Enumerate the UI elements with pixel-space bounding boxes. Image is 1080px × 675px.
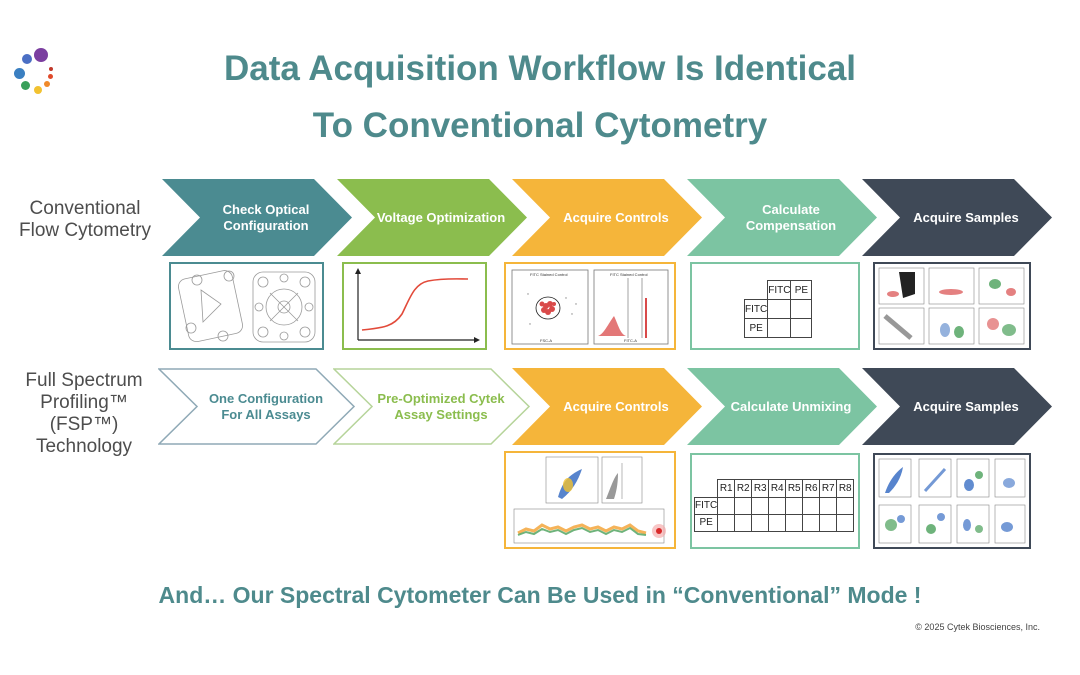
sample-plots-grid <box>878 267 1025 345</box>
unmixing-matrix: R1 R2 R3 R4 R5 R6 R7 R8 FITC PE <box>693 479 855 532</box>
cytek-logo <box>12 48 58 96</box>
step-one-configuration: One Configuration For All Assays <box>158 368 356 445</box>
acquire-controls-fsp-panel <box>504 451 676 549</box>
acquire-controls-panel: FITC Stained Control FSC-A FITC Stained … <box>504 262 676 350</box>
comp-row-header: PE <box>743 318 769 338</box>
voltage-curve-plot <box>355 268 480 343</box>
unmix-col-header: R3 <box>751 479 770 498</box>
footer-statement: And… Our Spectral Cytometer Can Be Used … <box>158 582 922 608</box>
voltage-optimization-panel <box>342 262 487 350</box>
compensation-matrix-panel: FITC PE FITC PE <box>690 262 860 350</box>
step-pre-optimized-settings: Pre-Optimized Cytek Assay Settings <box>333 368 531 445</box>
unmix-row-header: FITC <box>693 496 719 515</box>
acquire-samples-panel <box>873 262 1031 350</box>
slide-title-line2: To Conventional Cytometry <box>312 106 768 145</box>
copyright-notice: © 2025 Cytek Biosciences, Inc. <box>915 622 1040 632</box>
plot-xlabel-left: FSC-A <box>540 338 552 343</box>
unmix-col-header: R5 <box>785 479 804 498</box>
row-label-conventional: Conventional Flow Cytometry <box>19 198 151 241</box>
step-calculate-unmixing: Calculate Unmixing <box>687 368 877 445</box>
step-voltage-optimization: Voltage Optimization <box>337 179 527 256</box>
unmix-col-header: R7 <box>819 479 838 498</box>
unmix-col-header: R1 <box>717 479 736 498</box>
step-acquire-samples: Acquire Samples <box>862 179 1052 256</box>
unmix-col-header: R6 <box>802 479 821 498</box>
compensation-matrix: FITC PE FITC PE <box>743 280 813 338</box>
controls-dot-plots: FITC Stained Control FSC-A FITC Stained … <box>511 269 669 345</box>
optical-bench-diagram <box>178 270 316 343</box>
spectral-sample-plots <box>878 458 1026 544</box>
chevron-outline-icon <box>158 368 356 445</box>
unmix-col-header: R8 <box>836 479 855 498</box>
step-acquire-controls-fsp: Acquire Controls <box>512 368 702 445</box>
unmix-col-header: R4 <box>768 479 787 498</box>
step-calculate-compensation: Calculate Compensation <box>687 179 877 256</box>
spectral-controls-plots <box>513 456 666 544</box>
step-acquire-controls: Acquire Controls <box>512 179 702 256</box>
unmix-col-header: R2 <box>734 479 753 498</box>
step-check-optical-configuration: Check Optical Configuration <box>162 179 352 256</box>
acquire-samples-fsp-panel <box>873 453 1031 549</box>
row-label-fsp: Full Spectrum Profiling™ (FSP™) Technolo… <box>25 370 143 457</box>
unmix-row-header: PE <box>693 513 719 532</box>
plot-title-left: FITC Stained Control <box>530 272 568 277</box>
comp-col-header: PE <box>790 280 813 300</box>
step-acquire-samples-fsp: Acquire Samples <box>862 368 1052 445</box>
plot-title-right: FITC Stained Control <box>610 272 648 277</box>
optical-configuration-panel <box>169 262 324 350</box>
comp-col-header: FITC <box>767 280 792 300</box>
chevron-outline-icon <box>333 368 531 445</box>
plot-xlabel-right: FITC-A <box>624 338 637 343</box>
unmixing-matrix-panel: R1 R2 R3 R4 R5 R6 R7 R8 FITC PE <box>690 453 860 549</box>
slide-title-line1: Data Acquisition Workflow Is Identical <box>223 49 857 88</box>
comp-row-header: FITC <box>743 299 769 319</box>
